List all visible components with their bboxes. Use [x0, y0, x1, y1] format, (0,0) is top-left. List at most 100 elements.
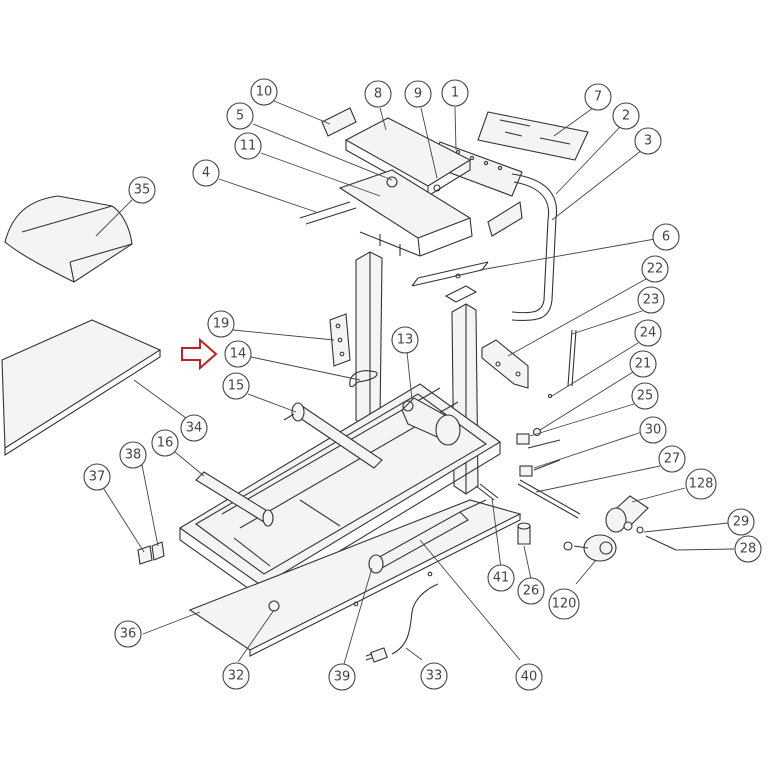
callout-29: 29	[727, 508, 755, 536]
power-cord	[365, 583, 439, 663]
right-arrow-icon	[181, 337, 218, 371]
drive-belt	[349, 370, 378, 388]
motor-gear	[563, 534, 617, 562]
callout-3: 3	[634, 127, 662, 155]
support-bracket	[475, 483, 499, 501]
deck-board	[1, 319, 162, 456]
callout-14: 14	[224, 340, 252, 368]
callout-34: 34	[180, 414, 208, 442]
callout-9: 9	[404, 80, 432, 108]
svg-text:9: 9	[414, 87, 422, 102]
svg-text:5: 5	[236, 109, 244, 124]
parts-drawing	[1, 107, 677, 663]
svg-text:11: 11	[240, 139, 257, 154]
motor-bracket	[481, 339, 529, 389]
leader-lines	[95, 100, 735, 665]
callout-24: 24	[634, 319, 662, 347]
svg-text:13: 13	[397, 333, 414, 348]
callout-30: 30	[639, 416, 667, 444]
svg-text:19: 19	[213, 317, 230, 332]
svg-text:21: 21	[635, 357, 652, 372]
svg-text:16: 16	[157, 436, 174, 451]
rear-roller	[195, 471, 274, 527]
drive-motor	[401, 397, 461, 446]
svg-text:6: 6	[662, 230, 670, 245]
svg-text:26: 26	[523, 584, 540, 599]
callout-7: 7	[584, 83, 612, 111]
callout-40: 40	[515, 663, 543, 691]
axle-rod	[517, 479, 581, 519]
callout-15: 15	[222, 372, 250, 400]
callout-21: 21	[629, 350, 657, 378]
callout-22: 22	[641, 255, 669, 283]
svg-text:14: 14	[230, 347, 247, 362]
incline-actuator	[368, 499, 487, 574]
callout-38: 38	[119, 441, 147, 469]
callout-1: 1	[441, 79, 469, 107]
svg-text:2: 2	[622, 109, 630, 124]
svg-text:33: 33	[426, 669, 443, 684]
svg-text:38: 38	[125, 448, 142, 463]
callout-35: 35	[128, 176, 156, 204]
small-panel	[321, 107, 357, 137]
console-frame	[299, 169, 473, 257]
console-cable	[511, 173, 558, 322]
instruction-label	[477, 111, 589, 161]
svg-text:41: 41	[493, 571, 510, 586]
callout-6: 6	[652, 223, 680, 251]
svg-text:128: 128	[689, 477, 714, 492]
svg-text:3: 3	[644, 134, 652, 149]
callout-11: 11	[234, 132, 262, 160]
svg-text:34: 34	[186, 421, 203, 436]
callout-19: 19	[207, 310, 235, 338]
bracket-plate	[329, 313, 351, 367]
callout-128: 128	[685, 468, 717, 500]
side-label	[487, 201, 523, 237]
svg-text:10: 10	[256, 85, 273, 100]
svg-text:23: 23	[643, 293, 660, 308]
clips	[137, 541, 165, 565]
callout-5: 5	[226, 102, 254, 130]
svg-text:27: 27	[664, 452, 681, 467]
svg-text:35: 35	[134, 183, 151, 198]
svg-text:22: 22	[647, 262, 664, 277]
svg-text:15: 15	[228, 379, 245, 394]
svg-text:36: 36	[120, 627, 137, 642]
callout-8: 8	[364, 80, 392, 108]
svg-text:29: 29	[733, 515, 750, 530]
svg-text:7: 7	[594, 90, 602, 105]
callout-2: 2	[612, 102, 640, 130]
callout-10: 10	[250, 78, 278, 106]
svg-text:24: 24	[640, 326, 657, 341]
callout-25: 25	[631, 382, 659, 410]
callouts: 10 8 9 1 7 5 2 3 11 4 35 6 22 23 19 14 1…	[83, 78, 762, 691]
callout-120: 120	[548, 588, 580, 620]
incline-motor	[605, 495, 677, 551]
svg-text:40: 40	[521, 670, 538, 685]
svg-text:25: 25	[637, 389, 654, 404]
svg-text:120: 120	[552, 597, 577, 612]
callout-23: 23	[637, 286, 665, 314]
callout-13: 13	[391, 326, 419, 354]
svg-text:1: 1	[451, 86, 459, 101]
small-fittings	[516, 393, 561, 477]
svg-text:4: 4	[202, 166, 210, 181]
cylinder-bushing	[517, 522, 531, 545]
front-roller	[283, 402, 383, 469]
svg-text:39: 39	[334, 670, 351, 685]
svg-text:37: 37	[89, 470, 106, 485]
callout-33: 33	[420, 662, 448, 690]
svg-text:32: 32	[228, 669, 245, 684]
svg-text:30: 30	[645, 423, 662, 438]
callout-26: 26	[517, 577, 545, 605]
motor-hood	[4, 195, 133, 283]
callout-39: 39	[328, 663, 356, 691]
svg-text:8: 8	[374, 87, 382, 102]
callout-27: 27	[658, 445, 686, 473]
callout-28: 28	[734, 535, 762, 563]
callout-37: 37	[83, 463, 111, 491]
gas-spring	[567, 329, 577, 387]
callout-4: 4	[192, 159, 220, 187]
crossbar	[411, 261, 489, 287]
